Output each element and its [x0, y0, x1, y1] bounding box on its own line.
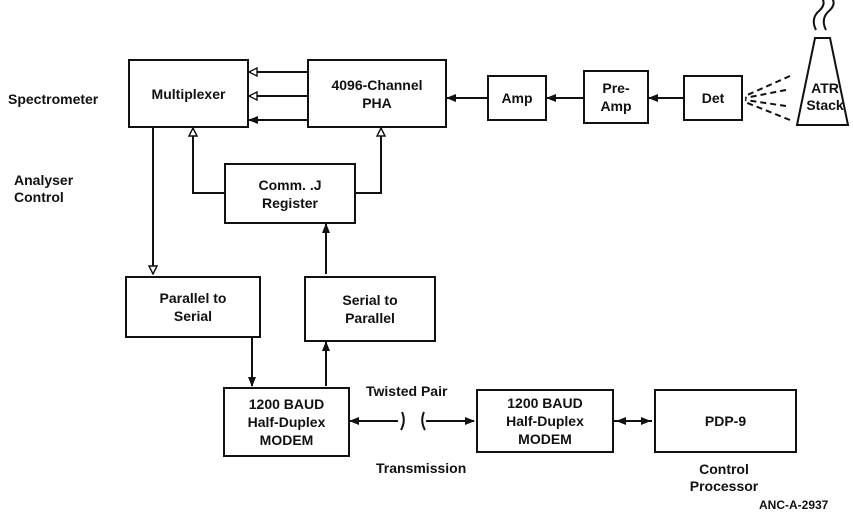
stack-smoke-line-1 [814, 0, 824, 30]
stack-smoke-line-2 [824, 0, 834, 30]
modem2-label-line3: MODEM [518, 430, 572, 448]
s2p-label-line1: Serial to [342, 291, 397, 309]
transmission-label: Transmission [376, 460, 466, 477]
modem1-label-line2: Half-Duplex [248, 413, 326, 431]
pdp9-label: PDP-9 [705, 412, 746, 430]
multiplexer-block: Multiplexer [128, 59, 249, 128]
preamp-label-line1: Pre- [602, 79, 629, 97]
register-to-pha-line [356, 128, 381, 193]
control-label-line1: Control [668, 461, 780, 478]
register-label-line1: Comm. .J [258, 176, 321, 194]
analyser-label-line1: Analyser [14, 172, 73, 189]
twisted-pair-label: Twisted Pair [366, 383, 447, 400]
pdp9-block: PDP-9 [654, 389, 797, 453]
modem1-label-line1: 1200 BAUD [249, 395, 324, 413]
p2s-label-line1: Parallel to [160, 289, 227, 307]
modem-1-block: 1200 BAUD Half-Duplex MODEM [223, 387, 350, 457]
analyser-label-line2: Control [14, 189, 73, 206]
control-processor-label: Control Processor [668, 461, 780, 495]
amp-block: Amp [487, 75, 547, 121]
atr-stack-label: ATR Stack [805, 80, 845, 114]
pha-label-line1: 4096-Channel [331, 76, 422, 94]
figure-id-label: ANC-A-2937 [759, 497, 828, 514]
amp-label: Amp [501, 89, 532, 107]
modem1-label-line3: MODEM [260, 431, 314, 449]
p2s-label-line2: Serial [174, 307, 212, 325]
pha-label-line2: PHA [362, 94, 392, 112]
multiplexer-label: Multiplexer [152, 85, 226, 103]
modem2-label-line2: Half-Duplex [506, 412, 584, 430]
command-register-block: Comm. .J Register [224, 163, 356, 224]
pha-block: 4096-Channel PHA [307, 59, 447, 128]
detector-label: Det [702, 89, 725, 107]
spectrometer-label: Spectrometer [8, 91, 98, 108]
atr-label-line2: Stack [805, 97, 845, 114]
detector-block: Det [683, 75, 743, 121]
analyser-control-label: Analyser Control [14, 172, 73, 206]
register-to-mux-line [193, 128, 224, 193]
serial-to-parallel-block: Serial to Parallel [304, 276, 436, 342]
modem-2-block: 1200 BAUD Half-Duplex MODEM [476, 389, 614, 453]
preamp-label-line2: Amp [600, 97, 631, 115]
preamp-block: Pre- Amp [583, 70, 649, 124]
modem2-label-line1: 1200 BAUD [507, 394, 582, 412]
control-label-line2: Processor [668, 478, 780, 495]
emission-line-1 [745, 76, 790, 96]
line-break-mark-1 [401, 412, 404, 430]
parallel-to-serial-block: Parallel to Serial [125, 276, 261, 338]
atr-label-line1: ATR [805, 80, 845, 97]
line-break-mark-2 [422, 412, 425, 430]
register-label-line2: Register [262, 194, 318, 212]
s2p-label-line2: Parallel [345, 309, 395, 327]
